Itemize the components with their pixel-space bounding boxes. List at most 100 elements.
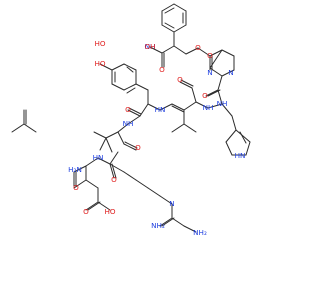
bond-23 (209, 67, 223, 77)
atom-label-13: HN (155, 105, 166, 114)
bond-100 (23, 123, 37, 133)
bond-93 (73, 179, 87, 189)
bond-67 (105, 131, 119, 139)
atom-label-14: O (125, 105, 131, 114)
bond-35 (235, 129, 251, 143)
atom-label-23: NH₂ (151, 221, 165, 230)
bond-87 (183, 225, 197, 233)
bond-72 (123, 143, 137, 151)
bond-32 (225, 141, 233, 156)
bond-29 (221, 103, 233, 117)
bond-66 (117, 123, 129, 133)
bond-79 (123, 171, 137, 181)
atom-label-5: O (207, 51, 213, 60)
bond-13 (149, 46, 163, 54)
bond-26 (205, 89, 219, 97)
bond-58 (111, 63, 125, 71)
bond-44 (183, 123, 197, 133)
bond-16 (197, 47, 211, 57)
bond-30 (231, 115, 237, 131)
bond-82 (159, 195, 173, 205)
bond-74 (109, 151, 119, 165)
bond-25 (217, 75, 223, 91)
bond-1 (173, 3, 187, 12)
bond-51 (127, 109, 141, 117)
bond-43 (171, 123, 185, 133)
atom-label-25: O (83, 207, 89, 216)
bond-68 (93, 131, 107, 139)
bond-47 (180, 79, 194, 87)
bond-39 (183, 101, 197, 111)
atom-label-20: H₂N (68, 165, 82, 174)
bond-41 (171, 105, 185, 113)
atom-label-0: HO (94, 39, 105, 48)
atom-label-19: HN (93, 153, 104, 162)
bond-54 (135, 83, 149, 91)
bond-99 (11, 123, 25, 133)
bond-63 (126, 66, 134, 73)
bond-48 (159, 103, 173, 111)
bond-22 (221, 69, 235, 77)
bond-36 (239, 131, 247, 144)
bond-52 (128, 107, 142, 115)
bond-38 (195, 101, 209, 109)
bond-8 (164, 22, 175, 29)
atom-label-6: NH (217, 99, 228, 108)
bond-46 (179, 81, 193, 89)
atom-label-10: O (177, 75, 183, 84)
bond-69 (99, 137, 107, 151)
atom-label-17: OH (144, 42, 155, 51)
bond-70 (105, 137, 113, 153)
atom-label-15: NH (123, 119, 134, 128)
bond-78 (109, 163, 125, 173)
bond-73 (124, 141, 138, 149)
bond-71 (117, 131, 125, 145)
bond-97 (87, 201, 101, 211)
atom-label-16: O (135, 143, 141, 152)
bond-61 (126, 87, 136, 94)
bond-40 (171, 103, 185, 111)
bond-12 (161, 45, 175, 54)
atom-label-2: NH (145, 42, 156, 51)
atom-label-9: NH (203, 103, 214, 112)
bond-81 (147, 187, 161, 197)
bond-4 (161, 24, 175, 33)
bond-55 (123, 83, 137, 91)
bond-59 (123, 63, 137, 71)
bond-84 (159, 217, 173, 227)
atom-label-3: O (159, 65, 165, 74)
bond-24 (209, 49, 223, 69)
atom-label-7: O (202, 91, 208, 100)
bond-6 (164, 7, 175, 14)
bond-88 (85, 157, 99, 167)
bond-86 (171, 217, 185, 227)
bond-3 (173, 24, 187, 33)
atom-label-24: NH₂ (193, 228, 207, 237)
atom-label-8: HN (235, 151, 246, 160)
bond-19 (209, 49, 223, 57)
bond-56 (111, 83, 125, 91)
bond-20 (221, 49, 235, 57)
atom-label-11: N (228, 68, 233, 77)
atom-label-4: N (207, 68, 212, 77)
atom-label-26: HO (104, 207, 115, 216)
bond-94 (85, 179, 99, 189)
bond-89 (73, 165, 87, 173)
bond-31 (225, 129, 237, 143)
atom-label-18: O (111, 175, 117, 184)
bond-0 (161, 3, 175, 12)
bond-28 (217, 89, 223, 105)
bond-80 (135, 179, 149, 189)
bond-10 (173, 45, 187, 55)
atom-label-22: N (169, 199, 174, 208)
bond-85 (161, 217, 175, 227)
atom-label-1: O (195, 43, 201, 52)
bond-45 (191, 87, 197, 103)
atom-label-12: HO (94, 59, 105, 68)
bond-98 (97, 201, 111, 211)
bond-65 (127, 115, 141, 125)
bond-34 (245, 141, 251, 156)
bond-37 (207, 103, 223, 109)
